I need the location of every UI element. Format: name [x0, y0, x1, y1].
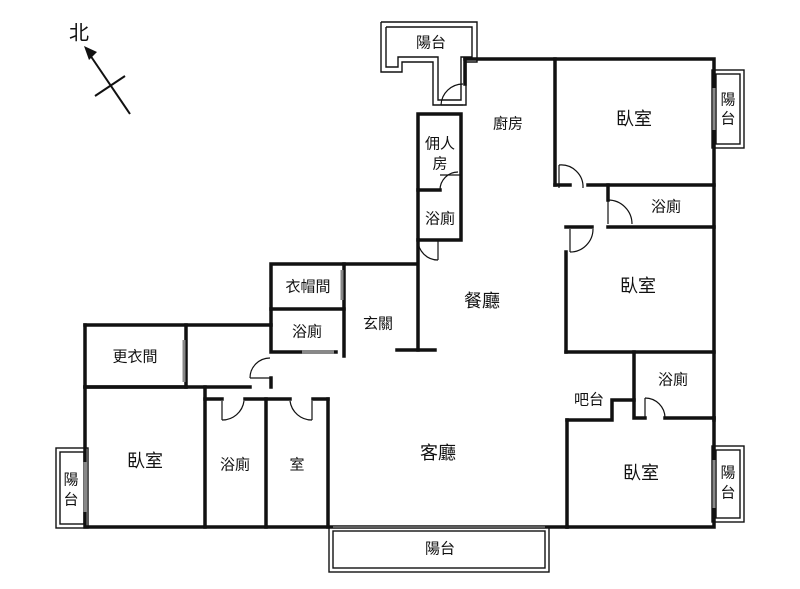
label-bedroom-se: 臥室 — [623, 463, 659, 484]
label-balcony-w-2: 台 — [63, 491, 78, 509]
label-bedroom-w: 臥室 — [127, 451, 163, 472]
label-balcony-se-1: 陽 — [720, 464, 735, 482]
label-bath-e: 浴廁 — [658, 371, 688, 389]
label-maid-room-2: 房 — [432, 155, 447, 173]
label-foyer: 玄關 — [363, 315, 393, 333]
label-bedroom-ne: 臥室 — [616, 109, 652, 130]
label-bath-w: 浴廁 — [220, 456, 250, 474]
label-balcony-se-2: 台 — [720, 484, 735, 502]
label-room-small: 室 — [289, 456, 304, 474]
label-living: 客廳 — [420, 443, 456, 464]
label-cloakroom: 衣帽間 — [285, 278, 330, 296]
label-bath-foyer: 浴廁 — [292, 323, 322, 341]
label-dressing-room: 更衣間 — [112, 348, 157, 366]
label-bedroom-e: 臥室 — [620, 276, 656, 297]
windows — [83, 88, 716, 528]
label-balcony-top: 陽台 — [416, 34, 446, 52]
label-balcony-ne-2: 台 — [720, 110, 735, 128]
north-arrow-icon — [84, 46, 131, 115]
balconies — [55, 21, 745, 573]
label-dining: 餐廳 — [464, 291, 500, 312]
label-maid-room-1: 佣人 — [425, 135, 455, 153]
label-balcony-bottom: 陽台 — [425, 540, 455, 558]
label-kitchen: 廚房 — [493, 115, 523, 133]
label-bar: 吧台 — [574, 391, 604, 409]
label-bath-ne: 浴廁 — [651, 198, 681, 216]
label-bath-maid: 浴廁 — [425, 210, 455, 228]
label-balcony-w-1: 陽 — [63, 471, 78, 489]
label-balcony-ne-1: 陽 — [720, 91, 735, 109]
north-label: 北 — [69, 21, 89, 45]
doors — [221, 83, 666, 421]
